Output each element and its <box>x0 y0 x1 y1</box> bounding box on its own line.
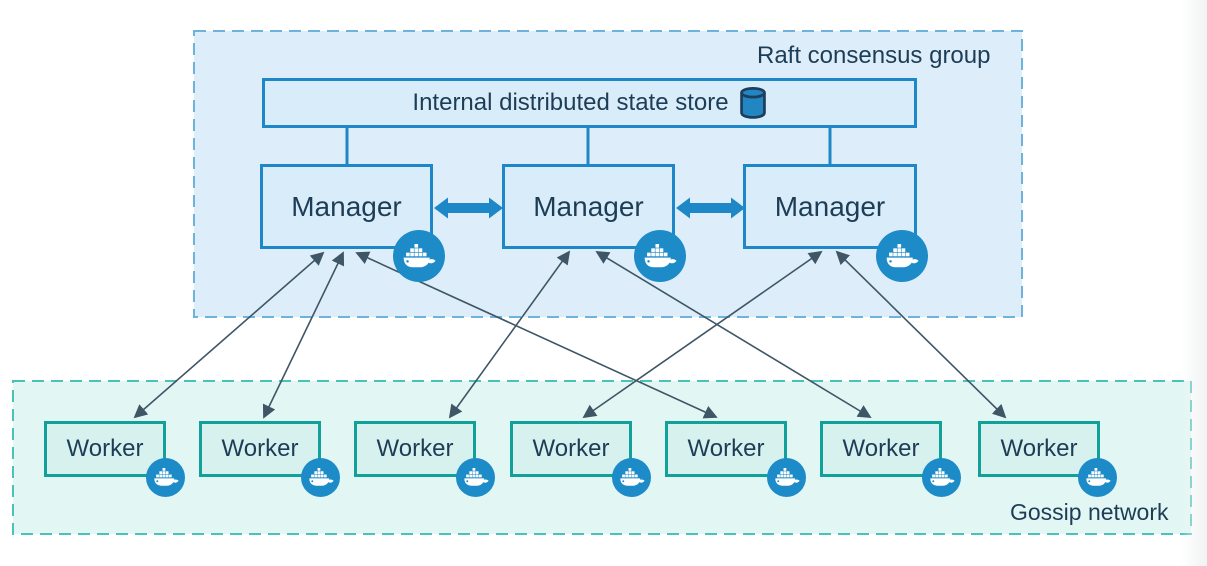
link-manager1-worker2 <box>262 251 345 419</box>
worker-label: Worker <box>687 435 765 462</box>
worker-node-6: Worker <box>820 421 942 477</box>
worker-node-4: Worker <box>510 421 632 477</box>
manager-label: Manager <box>533 190 644 222</box>
worker-label: Worker <box>376 435 454 462</box>
worker-label: Worker <box>221 435 299 462</box>
worker-node-5: Worker <box>665 421 787 477</box>
docker-whale-icon <box>456 458 495 497</box>
docker-whale-icon <box>146 458 185 497</box>
manager-label: Manager <box>774 190 886 222</box>
link-manager3-worker7 <box>835 250 1007 419</box>
worker-label: Worker <box>532 435 610 462</box>
docker-whale-icon <box>922 458 961 497</box>
worker-label: Worker <box>1000 435 1078 462</box>
manager-label: Manager <box>291 190 402 222</box>
docker-whale-icon <box>301 458 340 497</box>
link-manager2-worker3 <box>448 250 571 419</box>
manager2-manager3-peer-arrow <box>676 197 745 219</box>
state-store-label: Internal distributed state store <box>412 89 729 116</box>
docker-whale-icon <box>393 230 445 282</box>
link-manager3-worker4 <box>582 250 823 419</box>
worker-node-2: Worker <box>199 421 321 477</box>
docker-whale-icon <box>876 230 928 282</box>
docker-whale-icon <box>767 458 806 497</box>
worker-label: Worker <box>66 435 144 462</box>
docker-whale-icon <box>634 230 686 282</box>
docker-whale-icon <box>1078 458 1117 497</box>
database-cylinder-icon <box>739 87 766 119</box>
raft-group-label: Raft consensus group <box>757 42 991 69</box>
worker-node-3: Worker <box>354 421 476 477</box>
docker-whale-icon <box>612 458 651 497</box>
state-store-node: Internal distributed state store <box>262 78 917 128</box>
worker-label: Worker <box>842 435 920 462</box>
manager1-manager2-peer-arrow <box>434 197 503 219</box>
gossip-network-label: Gossip network <box>1010 499 1169 525</box>
worker-node-1: Worker <box>44 421 166 477</box>
